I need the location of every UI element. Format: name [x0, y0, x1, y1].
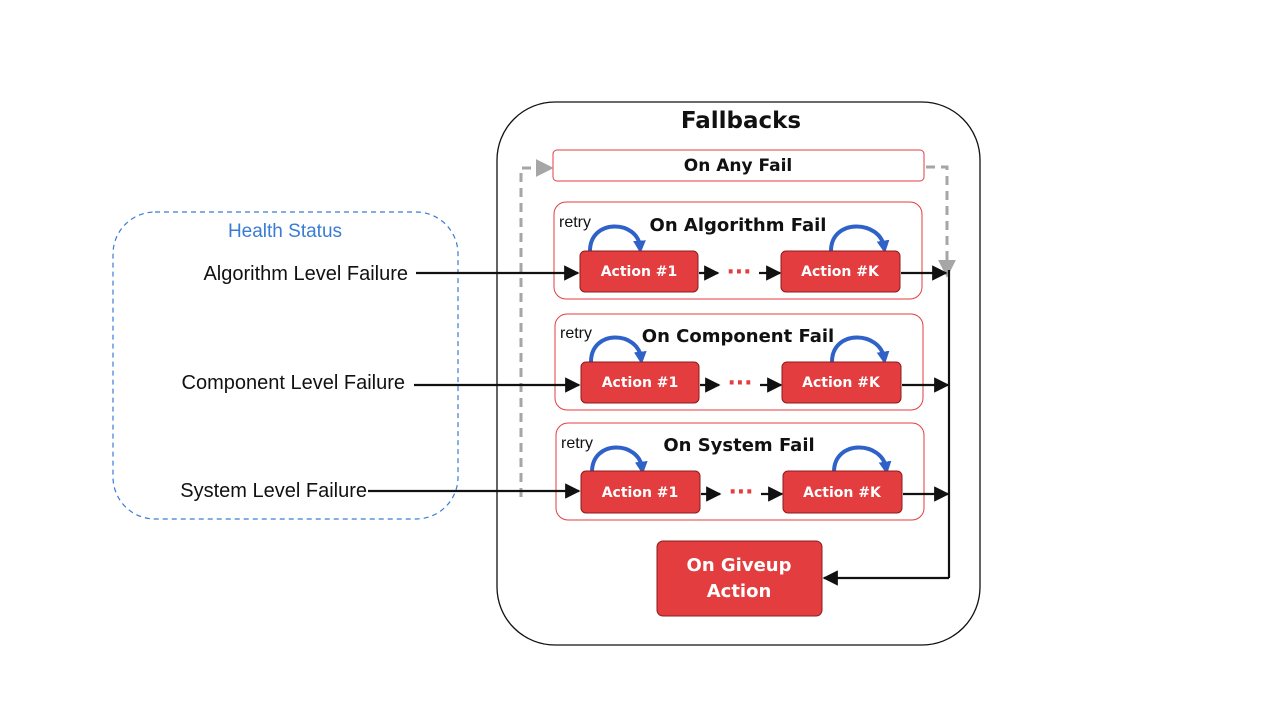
retry-label: retry — [560, 325, 592, 342]
fallbacks-title: Fallbacks — [681, 108, 801, 134]
on-giveup-action-box: On Giveup Action — [656, 540, 823, 617]
any-fail-dashed-arrows — [519, 159, 956, 497]
action-first-label: Action #1 — [601, 264, 678, 280]
health-status-panel: Health Status Algorithm Level Failure Co… — [112, 211, 459, 520]
retry-label: retry — [561, 435, 593, 452]
retry-arrow-icon — [830, 335, 890, 365]
retry-arrow-icon — [832, 445, 892, 475]
on-any-fail-box: On Any Fail — [552, 149, 925, 182]
group-title: On System Fail — [663, 435, 814, 456]
action-last-box: Action #K — [781, 361, 902, 404]
group-system-fail: On System Fail retry Action #1 ··· Actio… — [555, 422, 925, 521]
giveup-label-line1: On Giveup — [687, 555, 792, 576]
ellipsis: ··· — [727, 371, 752, 396]
action-last-box: Action #K — [780, 250, 901, 293]
dashed-arrow-right — [926, 165, 956, 278]
action-last-label: Action #K — [801, 264, 880, 280]
retry-arrow-icon — [588, 224, 646, 254]
algorithm-failure-label: Algorithm Level Failure — [203, 263, 408, 285]
flow-arrows — [368, 265, 951, 586]
action-first-label: Action #1 — [602, 485, 679, 501]
system-failure-label: System Level Failure — [180, 480, 367, 502]
group-title: On Algorithm Fail — [650, 215, 827, 236]
retry-arrow-icon — [589, 335, 647, 365]
ellipsis: ··· — [726, 260, 751, 285]
group-component-fail: On Component Fail retry Action #1 ··· Ac… — [554, 313, 924, 411]
dashed-arrow-left — [519, 159, 554, 497]
health-status-title: Health Status — [228, 221, 342, 242]
action-last-label: Action #K — [803, 485, 882, 501]
action-first-box: Action #1 — [580, 470, 701, 514]
retry-arrow-icon — [829, 224, 890, 254]
action-first-box: Action #1 — [579, 250, 699, 293]
giveup-label-line2: Action — [707, 581, 772, 602]
fallbacks-panel: Fallbacks — [496, 101, 981, 646]
retry-label: retry — [559, 214, 591, 231]
action-first-box: Action #1 — [580, 361, 700, 404]
action-first-label: Action #1 — [602, 375, 679, 391]
retry-arrow-icon — [590, 445, 648, 475]
group-title: On Component Fail — [642, 326, 834, 347]
ellipsis: ··· — [728, 480, 753, 505]
group-algorithm-fail: On Algorithm Fail retry Action #1 ··· Ac… — [553, 201, 923, 300]
component-failure-label: Component Level Failure — [182, 372, 405, 394]
action-last-label: Action #K — [802, 375, 881, 391]
action-last-box: Action #K — [782, 470, 903, 514]
on-any-fail-label: On Any Fail — [684, 156, 792, 176]
